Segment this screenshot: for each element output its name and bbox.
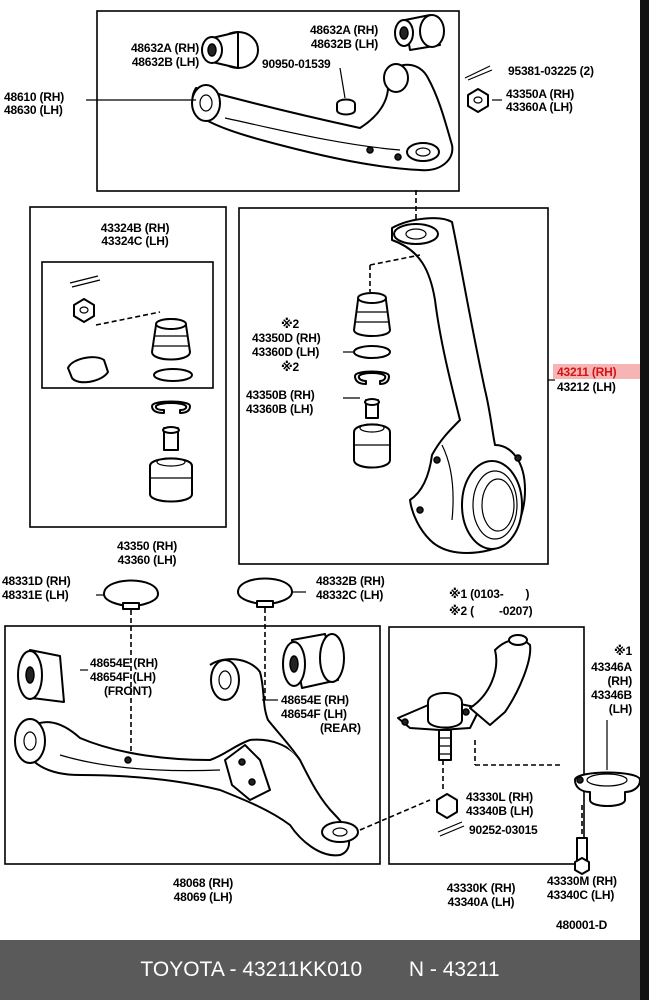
- label-48332c[interactable]: 48332C (LH): [316, 588, 384, 602]
- upper-control-arm: [191, 63, 454, 172]
- label-48632b-top[interactable]: 48632B (LH): [310, 37, 378, 51]
- ball-joint-43330k: [397, 634, 532, 761]
- label-90950[interactable]: 90950-01539: [262, 57, 331, 71]
- label-front: (FRONT): [104, 684, 152, 698]
- footer-part-info: TOYOTA - 43211KK010 N - 43211: [140, 958, 500, 981]
- label-48610[interactable]: 48610 (RH): [4, 90, 65, 104]
- nut-left: [73, 298, 95, 323]
- cotter-pin-95381: [464, 65, 493, 81]
- label-43360a[interactable]: 43360A (LH): [506, 100, 573, 114]
- lower-control-arm: [14, 658, 359, 857]
- label-48069[interactable]: 48069 (LH): [173, 890, 233, 904]
- upper-arm-box: [96, 10, 460, 192]
- upper-bushing-left: [201, 31, 259, 69]
- label-43360d[interactable]: 43360D (LH): [252, 345, 320, 359]
- nut-43330l: [436, 793, 458, 819]
- ball-joint-43350b: [353, 398, 391, 469]
- steering-knuckle: [391, 217, 526, 554]
- snap-ring-43360d: [353, 345, 391, 359]
- snap-ring-inner: [153, 368, 193, 382]
- label-43350[interactable]: 43350 (RH): [116, 539, 178, 553]
- upper-bushing-right: [394, 14, 445, 51]
- cotter-pin-left: [69, 275, 101, 288]
- label-note1-c: ※1: [614, 644, 632, 658]
- bolt-43330m: [574, 837, 590, 875]
- highlight-43211: [553, 364, 643, 379]
- label-43360[interactable]: 43360 (LH): [117, 553, 177, 567]
- label-48654f-rear[interactable]: 48654F (LH): [281, 707, 347, 721]
- label-48654e-front[interactable]: 48654E (RH): [90, 656, 158, 670]
- label-43330m[interactable]: 43330M (RH): [547, 874, 617, 888]
- label-43340c[interactable]: 43340C (LH): [547, 888, 615, 902]
- ball-joint-inner-box: [41, 261, 214, 389]
- label-lh-b: (LH): [608, 702, 632, 716]
- label-480001: 480001-D: [556, 918, 608, 932]
- label-48331e[interactable]: 48331E (LH): [2, 588, 69, 602]
- bump-stopper-48331d: [96, 579, 159, 610]
- lower-arm-box: [4, 625, 381, 865]
- label-43346a[interactable]: 43346A: [591, 660, 632, 674]
- bolt-90950: [336, 98, 356, 116]
- label-43212[interactable]: 43212 (LH): [557, 380, 616, 394]
- rubber-pad: [67, 356, 109, 384]
- label-rh-a: (RH): [607, 674, 632, 688]
- dust-boot-43350d: [353, 292, 391, 337]
- label-43211[interactable]: 43211 (RH): [557, 365, 617, 379]
- label-43324c[interactable]: 43324C (LH): [101, 234, 169, 248]
- label-43330k[interactable]: 43330K (RH): [446, 881, 516, 895]
- label-48332b[interactable]: 48332B (RH): [316, 574, 385, 588]
- lower-ball-joint-box: [388, 626, 585, 865]
- label-48632a-left[interactable]: 48632A (RH): [130, 41, 199, 55]
- label-43330l[interactable]: 43330L (RH): [466, 790, 533, 804]
- label-note2-a: ※2: [281, 317, 299, 331]
- label-43340a[interactable]: 43340A (LH): [447, 895, 515, 909]
- label-48068[interactable]: 48068 (RH): [172, 876, 234, 890]
- footer-bar: TOYOTA - 43211KK010 N - 43211: [0, 940, 640, 1000]
- label-43350a[interactable]: 43350A (RH): [506, 87, 575, 101]
- label-43350d[interactable]: 43350D (RH): [252, 331, 321, 345]
- label-95381[interactable]: 95381-03225 (2): [508, 64, 594, 78]
- label-43350b[interactable]: 43350B (RH): [246, 388, 315, 402]
- label-note2-range: ※2 ( -0207): [449, 604, 533, 618]
- label-48654e-rear[interactable]: 48654E (RH): [281, 693, 349, 707]
- parts-diagram: [4, 10, 640, 875]
- label-rear: (REAR): [320, 721, 361, 735]
- label-43324b[interactable]: 43324B (RH): [100, 221, 170, 235]
- bushing-48654e-front: [17, 649, 65, 703]
- label-48331d[interactable]: 48331D (RH): [2, 574, 71, 588]
- label-43360b[interactable]: 43360B (LH): [246, 402, 314, 416]
- label-48632b-left[interactable]: 48632B (LH): [131, 55, 199, 69]
- nut-43350a: [467, 88, 489, 113]
- dust-cover-43346a: [574, 771, 640, 807]
- label-90252[interactable]: 90252-03015: [469, 823, 538, 837]
- label-48654f-front[interactable]: 48654F (LH): [90, 670, 156, 684]
- label-43340b[interactable]: 43340B (LH): [466, 804, 534, 818]
- label-note2-b: ※2: [281, 360, 299, 374]
- scrollbar[interactable]: [640, 0, 649, 1000]
- snap-ring-outer: [151, 400, 191, 414]
- label-48630[interactable]: 48630 (LH): [4, 103, 63, 117]
- ball-joint-43350: [149, 426, 193, 503]
- knuckle-box: [238, 207, 549, 565]
- dust-boot-43324b: [151, 318, 191, 361]
- label-note1-range: ※1 (0103- ): [449, 587, 530, 601]
- label-48632a-top[interactable]: 48632A (RH): [309, 23, 378, 37]
- label-43346b[interactable]: 43346B: [591, 688, 632, 702]
- bump-stopper-48332b: [237, 577, 306, 608]
- ball-joint-box: [29, 206, 227, 528]
- snap-ring-43350b: [354, 370, 390, 385]
- cotter-pin-90252: [437, 821, 465, 837]
- bushing-48654e-rear: [282, 633, 345, 689]
